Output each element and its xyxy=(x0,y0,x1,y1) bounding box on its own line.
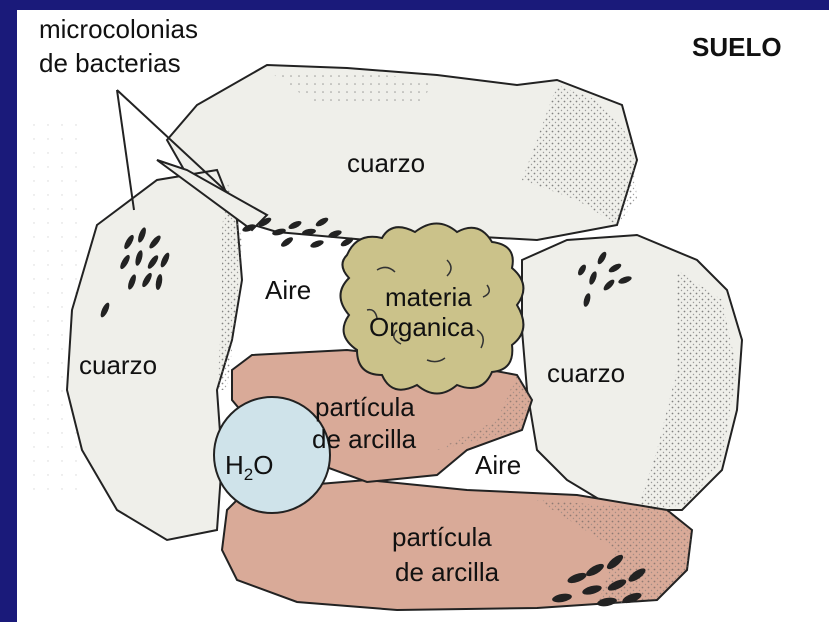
bacteria-label-line2: de bacterias xyxy=(39,48,181,78)
bacteria-label-line1: microcolonias xyxy=(39,14,198,44)
air-bottom-label: Aire xyxy=(475,450,521,480)
air-top-label: Aire xyxy=(265,275,311,305)
quartz-right-label: cuarzo xyxy=(547,358,625,388)
organic-label-line2: Organica xyxy=(369,312,475,342)
quartz-left-label: cuarzo xyxy=(79,350,157,380)
water-label: H2O xyxy=(225,450,273,490)
quartz-top-label: cuarzo xyxy=(347,148,425,178)
clay-bottom-label-line2: de arcilla xyxy=(395,557,499,587)
diagram-panel: microcolonias de bacterias SUELO cuarzo … xyxy=(17,10,829,622)
organic-label-line1: materia xyxy=(385,282,472,312)
soil-title: SUELO xyxy=(692,32,782,62)
clay-bottom-label-line1: partícula xyxy=(392,522,492,552)
background-texture xyxy=(22,120,77,500)
clay-top-label-line1: partícula xyxy=(315,392,415,422)
clay-top-label-line2: de arcilla xyxy=(312,424,416,454)
